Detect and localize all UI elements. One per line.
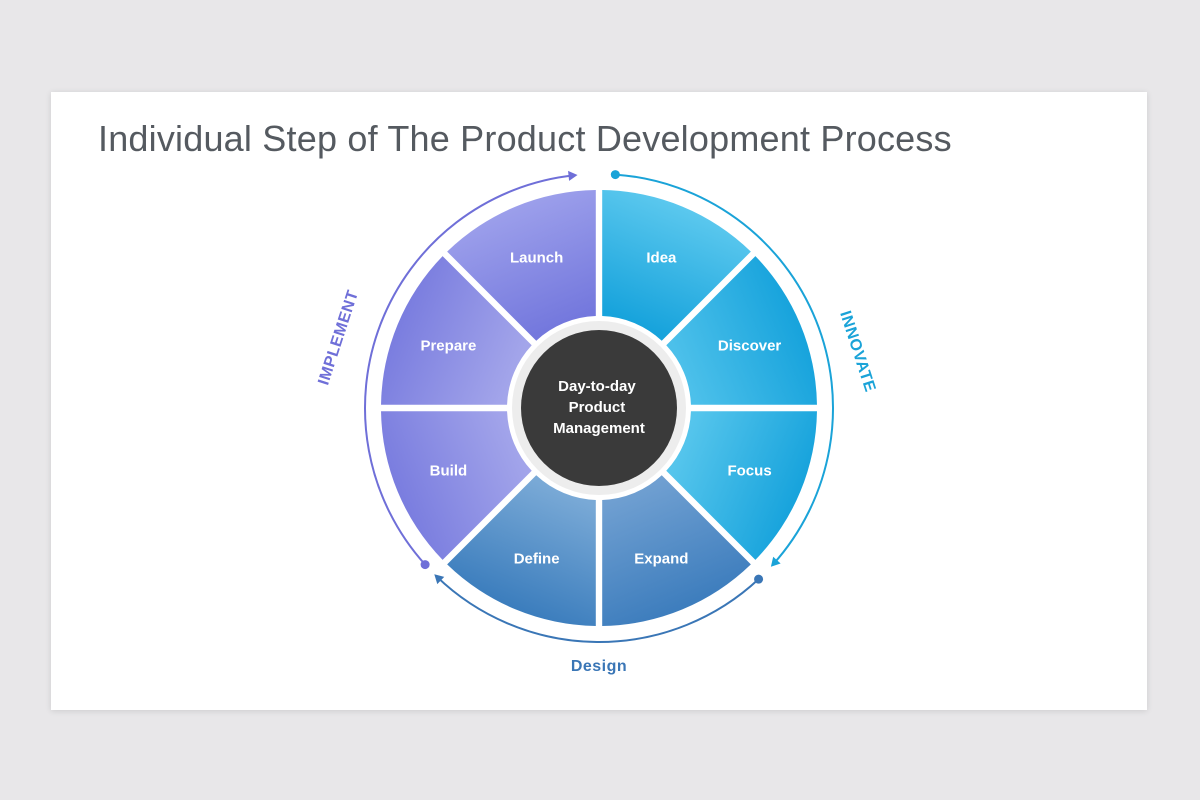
segment-label-idea: Idea xyxy=(646,249,677,266)
slide-title: Individual Step of The Product Developme… xyxy=(98,118,952,159)
phase-label-innovate: INNOVATE xyxy=(836,309,878,394)
segment-focus xyxy=(666,411,817,560)
arc-innovate-arrowhead xyxy=(770,556,781,567)
segment-discover xyxy=(666,256,817,405)
phase-label-design: Design xyxy=(571,658,627,675)
segment-label-define: Define xyxy=(514,551,560,568)
phase-label-implement: IMPLEMENT xyxy=(315,288,362,387)
segment-label-build: Build xyxy=(430,462,468,479)
segment-label-expand: Expand xyxy=(634,551,688,568)
segment-label-prepare: Prepare xyxy=(420,338,476,355)
arc-design-arrowhead xyxy=(434,574,445,585)
hub: Day-to-day Product Management xyxy=(512,321,686,495)
hub-line-1: Day-to-day xyxy=(558,378,636,395)
arc-innovate xyxy=(615,173,834,566)
hub-label: Day-to-day Product Management xyxy=(553,378,645,437)
hub-line-3: Management xyxy=(553,420,645,437)
hub-line-2: Product xyxy=(569,399,626,416)
segment-idea xyxy=(602,190,751,341)
arc-design xyxy=(435,575,760,643)
segment-label-discover: Discover xyxy=(718,338,782,355)
segment-expand xyxy=(602,475,751,626)
hub-circle xyxy=(521,330,677,486)
segment-define xyxy=(447,475,596,626)
segment-label-focus: Focus xyxy=(727,462,771,479)
segment-build xyxy=(381,411,532,560)
arc-innovate-dot xyxy=(610,170,620,180)
arc-design-dot xyxy=(754,574,764,584)
arc-implement-dot xyxy=(420,560,430,570)
arc-implement xyxy=(364,174,575,566)
slide: Individual Step of The Product Developme… xyxy=(51,92,1147,710)
segment-label-launch: Launch xyxy=(510,249,563,266)
segment-prepare xyxy=(381,256,532,405)
segment-launch xyxy=(447,190,596,341)
arc-implement-arrowhead xyxy=(568,170,578,181)
phase-arrows xyxy=(364,170,834,643)
